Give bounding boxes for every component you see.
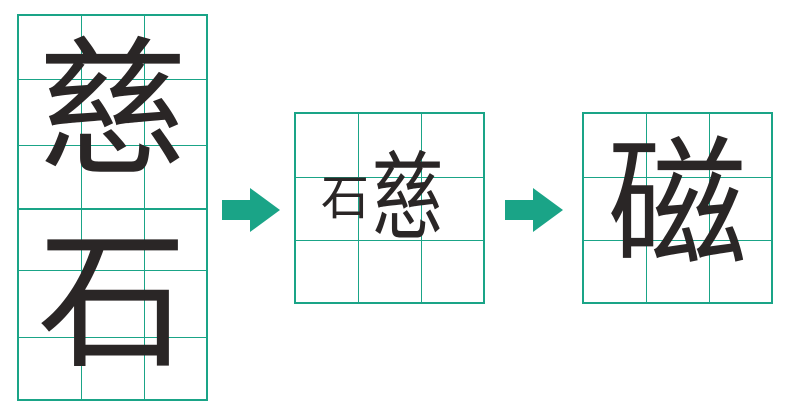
- middle-character-box: 石 慈: [294, 112, 485, 304]
- arrow-right-icon: [505, 188, 563, 232]
- arrow-right-icon: [222, 188, 280, 232]
- top-character: 慈: [37, 24, 188, 198]
- left-character-column: 慈 石: [17, 14, 208, 401]
- result-character-box: 磁: [582, 112, 773, 304]
- left-component: 石: [320, 170, 369, 226]
- result-character: 磁: [607, 124, 748, 287]
- bottom-character: 石: [37, 216, 188, 390]
- right-component: 慈: [371, 142, 444, 254]
